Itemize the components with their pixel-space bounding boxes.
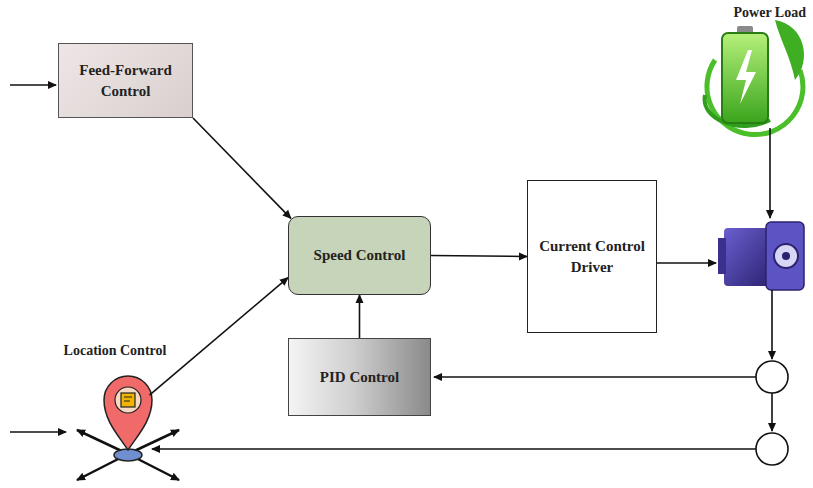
- drawing-line: [771, 290, 773, 359]
- node-text: Location Control: [64, 342, 167, 361]
- location-icon: [77, 376, 179, 480]
- drawing-circle: [782, 252, 790, 260]
- node-text: Speed Control: [314, 245, 406, 265]
- process-box: PID Control: [288, 338, 431, 416]
- drawing-line: [10, 84, 56, 86]
- connector-arrow: [431, 256, 527, 257]
- motor-symbol: [718, 222, 804, 290]
- node-text: Power Load: [734, 4, 806, 23]
- connector-arrow: [150, 278, 289, 396]
- node-text: Feed-Forward Control: [69, 60, 182, 101]
- drawing-rect: [766, 222, 804, 290]
- drawing-rect: [722, 33, 768, 123]
- connector-arrow: [193, 118, 291, 218]
- drawing-path: [775, 20, 804, 80]
- drawing-rect: [718, 238, 726, 274]
- node-text: PID Control: [320, 367, 399, 387]
- drawing-circle: [756, 433, 788, 465]
- battery-icon: [705, 20, 805, 135]
- drawing-line: [10, 431, 66, 433]
- feedback-wire: [152, 290, 788, 465]
- drawing-rect: [121, 393, 135, 407]
- drawing-path: [124, 397, 132, 401]
- icon-label-node: Power Load: [690, 2, 810, 26]
- drive-wire: [657, 262, 716, 264]
- drawing-path: [104, 376, 152, 450]
- process-box: Current Control Driver: [527, 180, 657, 333]
- drawing-line: [434, 376, 756, 378]
- drawing-path: [736, 50, 756, 104]
- drawing-line: [152, 448, 756, 450]
- icon-label-node: Location Control: [40, 340, 190, 364]
- process-box: Speed Control: [288, 216, 431, 295]
- power-wire: [769, 128, 771, 218]
- drawing-line: [771, 393, 773, 431]
- process-box: Feed-Forward Control: [58, 43, 193, 118]
- drawing-rect: [724, 228, 772, 286]
- node-text: Current Control Driver: [538, 236, 646, 277]
- drawing-circle: [756, 361, 788, 393]
- connector-arrow: [359, 295, 361, 338]
- drawing-circle: [774, 244, 798, 268]
- drawing-circle: [115, 387, 141, 413]
- input-arrow: [10, 85, 66, 432]
